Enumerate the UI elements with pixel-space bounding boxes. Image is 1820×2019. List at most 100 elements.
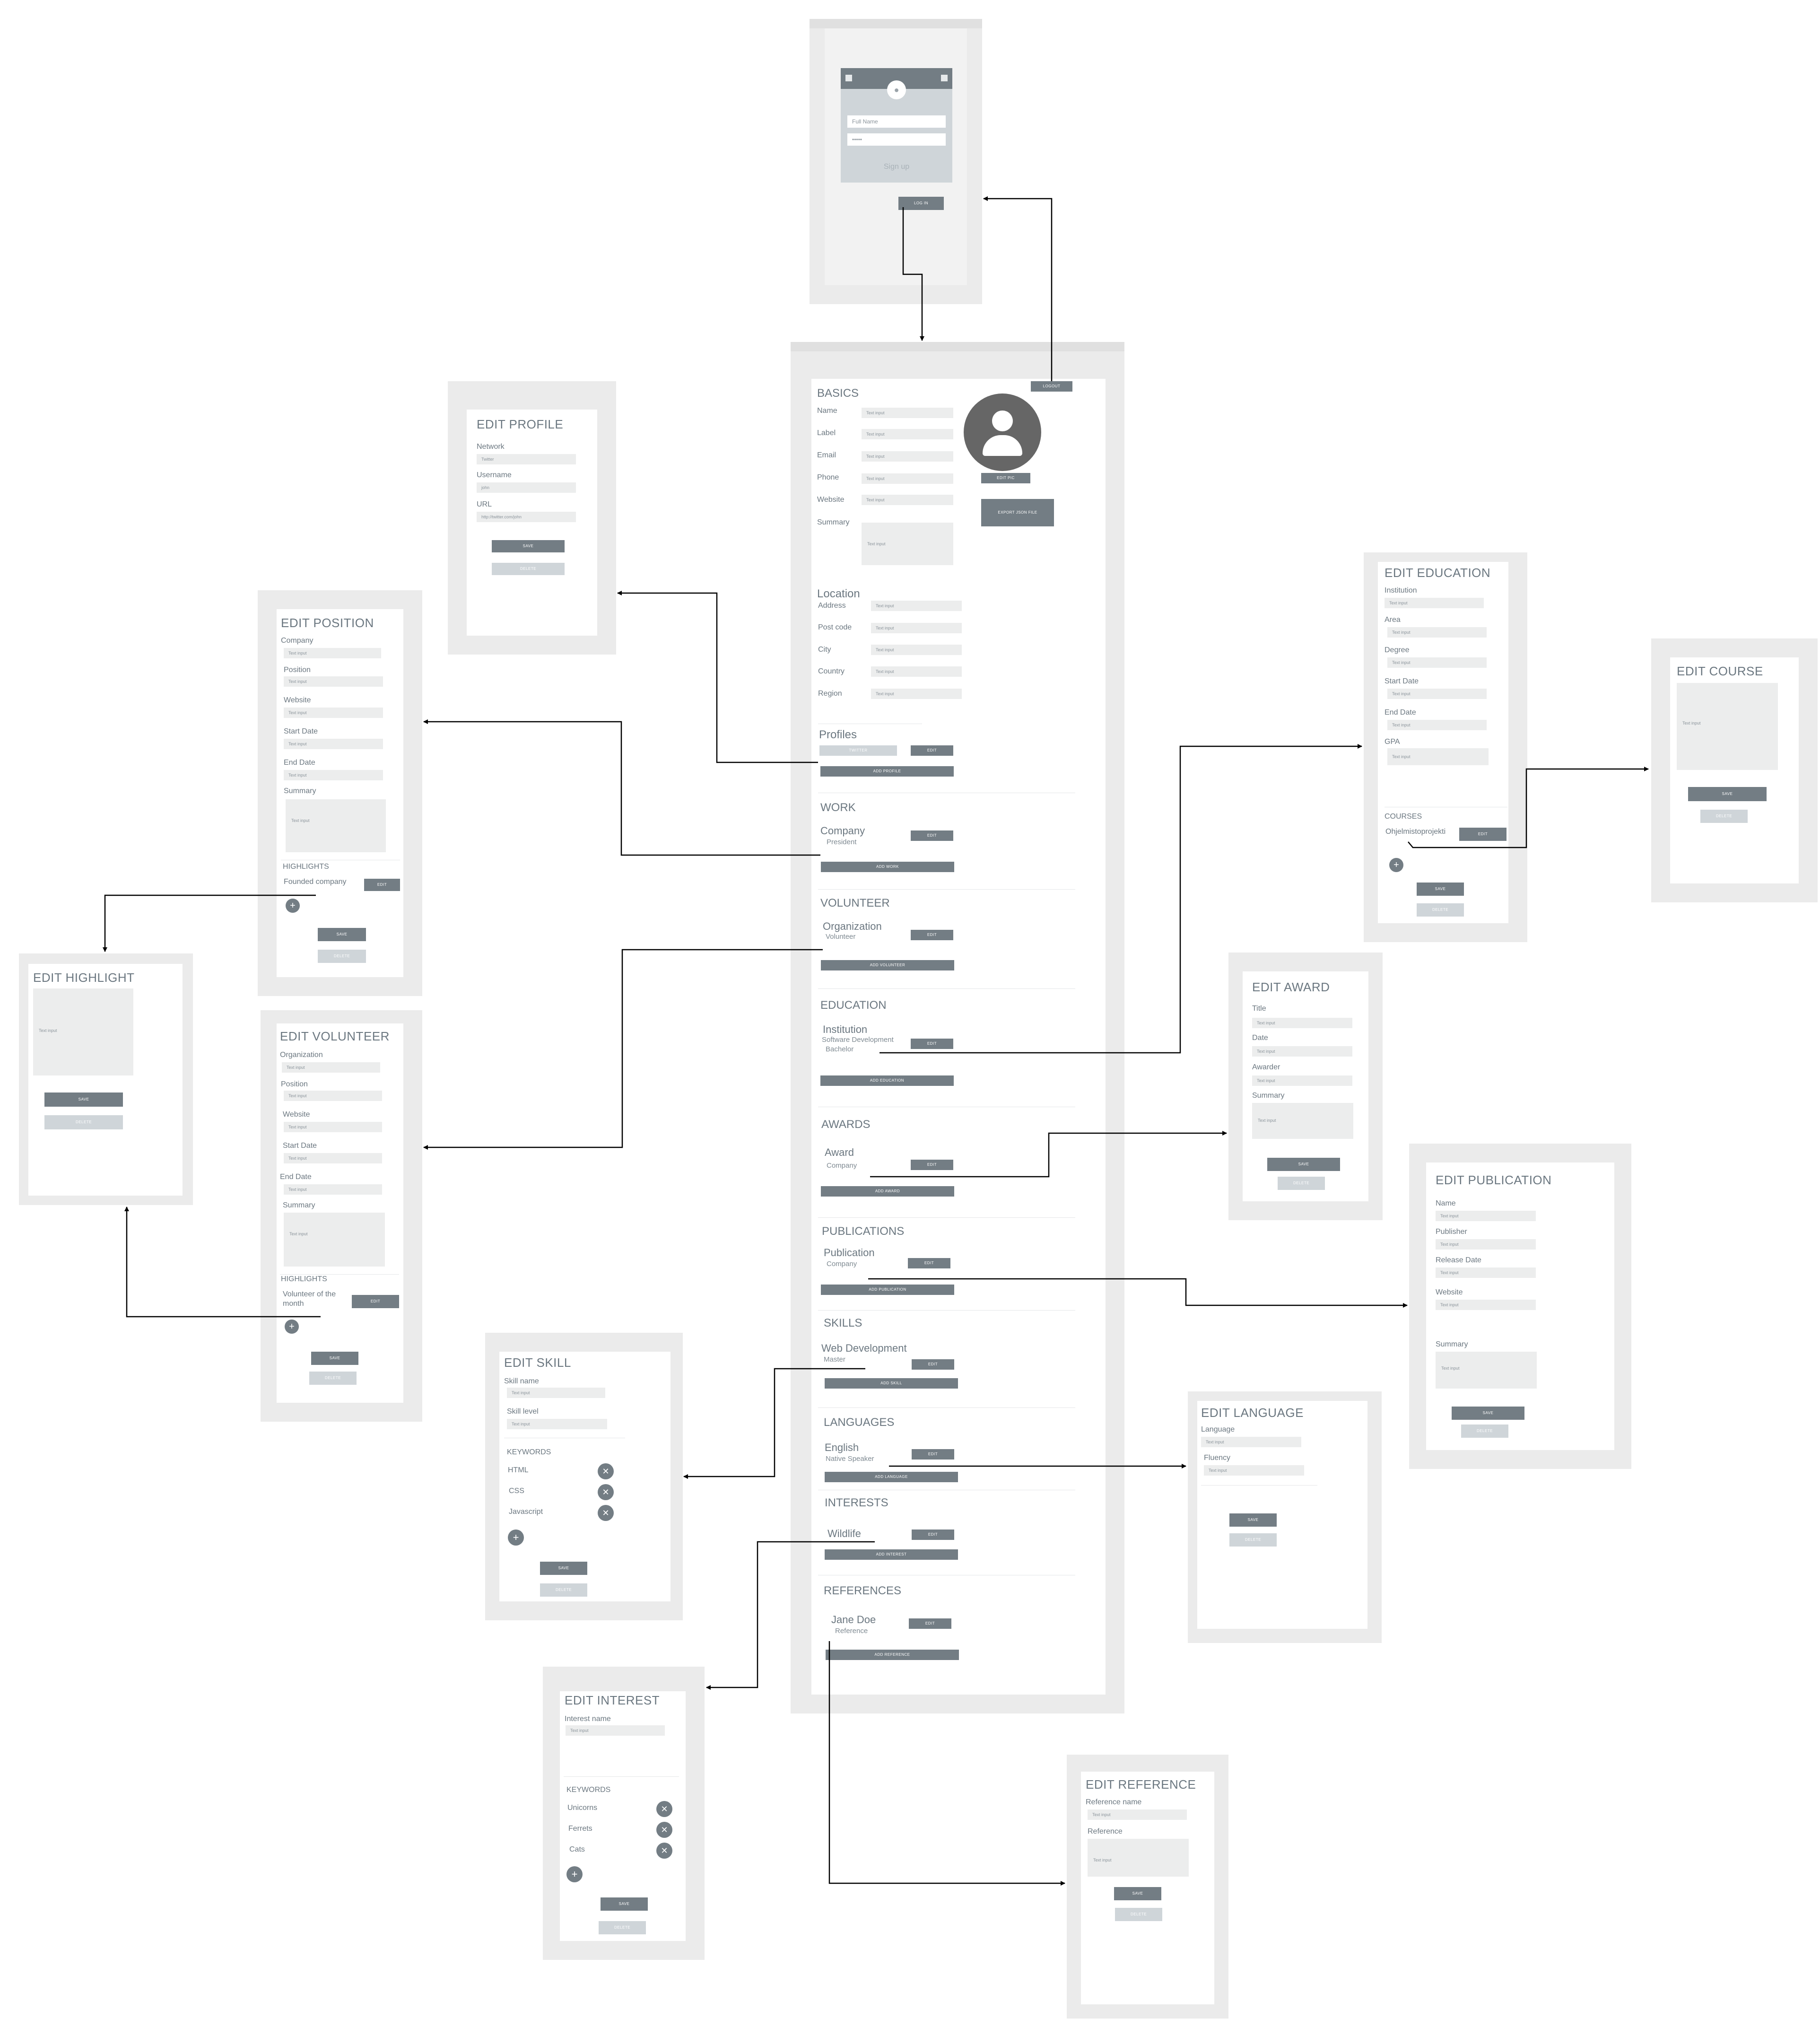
remove-keyword-icon[interactable]: ✕ xyxy=(656,1843,672,1859)
organization-input[interactable]: Text input xyxy=(282,1062,380,1073)
save-button[interactable]: SAVE xyxy=(1688,787,1767,801)
add-course-button[interactable]: + xyxy=(1389,858,1403,872)
skill-level-input[interactable]: Text input xyxy=(507,1419,607,1429)
delete-button[interactable]: DELETE xyxy=(1700,810,1748,823)
delete-button[interactable]: DELETE xyxy=(540,1583,587,1597)
basics-input-website[interactable]: Text input xyxy=(862,495,953,505)
interest-edit-button[interactable]: EDIT xyxy=(912,1530,954,1540)
add-keyword-button[interactable]: + xyxy=(508,1530,524,1546)
add-language-button[interactable]: ADD LANGUAGE xyxy=(825,1472,958,1482)
location-input-postcode[interactable]: Text input xyxy=(871,623,962,633)
remove-keyword-icon[interactable]: ✕ xyxy=(656,1801,672,1817)
network-input[interactable]: Twitter xyxy=(477,454,576,464)
delete-button[interactable]: DELETE xyxy=(1278,1177,1325,1190)
basics-input-phone[interactable]: Text input xyxy=(862,473,953,484)
name-input[interactable]: Text input xyxy=(1436,1211,1536,1221)
area-input[interactable]: Text input xyxy=(1387,627,1487,638)
delete-button[interactable]: DELETE xyxy=(1461,1425,1508,1438)
save-button[interactable]: SAVE xyxy=(1267,1158,1340,1171)
skill-edit-button[interactable]: EDIT xyxy=(912,1359,954,1370)
basics-input-name[interactable]: Text input xyxy=(862,408,953,418)
end-date-input[interactable]: Text input xyxy=(284,770,383,780)
save-button[interactable]: SAVE xyxy=(1452,1407,1524,1420)
add-profile-button[interactable]: ADD PROFILE xyxy=(820,766,954,777)
start-date-input[interactable]: Text input xyxy=(284,739,383,749)
signup-link[interactable]: Sign up xyxy=(883,163,910,171)
remove-keyword-icon[interactable]: ✕ xyxy=(598,1463,614,1479)
delete-button[interactable]: DELETE xyxy=(492,563,565,575)
password-field[interactable]: ••••• xyxy=(847,133,946,146)
delete-button[interactable]: DELETE xyxy=(309,1372,357,1385)
edit-pic-button[interactable]: EDIT PIC xyxy=(981,473,1030,483)
delete-button[interactable]: DELETE xyxy=(1115,1908,1162,1921)
degree-input[interactable]: Text input xyxy=(1387,657,1487,668)
end-date-input[interactable]: Text input xyxy=(284,1184,382,1195)
save-button[interactable]: SAVE xyxy=(1417,883,1464,896)
delete-button[interactable]: DELETE xyxy=(44,1115,123,1129)
start-date-input[interactable]: Text input xyxy=(284,1153,382,1163)
remove-keyword-icon[interactable]: ✕ xyxy=(656,1822,672,1838)
course-edit-button[interactable]: EDIT xyxy=(1459,828,1507,841)
add-award-button[interactable]: ADD AWARD xyxy=(821,1186,954,1197)
position-input[interactable]: Text input xyxy=(284,1091,382,1101)
delete-button[interactable]: DELETE xyxy=(1417,903,1464,917)
awarder-input[interactable]: Text input xyxy=(1252,1075,1352,1086)
add-highlight-button[interactable]: + xyxy=(285,1320,299,1334)
remove-keyword-icon[interactable]: ✕ xyxy=(598,1484,614,1500)
position-input[interactable]: Text input xyxy=(284,676,383,687)
save-button[interactable]: SAVE xyxy=(492,540,565,552)
award-edit-button[interactable]: EDIT xyxy=(911,1160,953,1170)
reference-name-input[interactable]: Text input xyxy=(1088,1809,1187,1820)
institution-input[interactable]: Text input xyxy=(1385,598,1484,608)
delete-button[interactable]: DELETE xyxy=(599,1921,646,1934)
title-input[interactable]: Text input xyxy=(1252,1018,1352,1028)
save-button[interactable]: SAVE xyxy=(1229,1513,1277,1527)
add-interest-button[interactable]: ADD INTEREST xyxy=(825,1549,958,1560)
language-input[interactable]: Text input xyxy=(1201,1437,1301,1447)
education-edit-button[interactable]: EDIT xyxy=(911,1039,953,1049)
url-input[interactable]: http://twitter.com/john xyxy=(477,512,576,522)
location-input-city[interactable]: Text input xyxy=(871,645,962,655)
add-reference-button[interactable]: ADD REFERENCE xyxy=(826,1650,959,1660)
interest-name-input[interactable]: Text input xyxy=(566,1725,665,1736)
location-input-country[interactable]: Text input xyxy=(871,666,962,677)
gpa-input[interactable]: Text input xyxy=(1387,748,1489,765)
website-input[interactable]: Text input xyxy=(284,1122,382,1132)
basics-input-email[interactable]: Text input xyxy=(862,451,953,462)
add-highlight-button[interactable]: + xyxy=(286,899,300,913)
add-keyword-button[interactable]: + xyxy=(566,1866,583,1882)
save-button[interactable]: SAVE xyxy=(311,1352,358,1365)
publication-edit-button[interactable]: EDIT xyxy=(908,1258,950,1268)
language-edit-button[interactable]: EDIT xyxy=(912,1449,954,1460)
save-button[interactable]: SAVE xyxy=(1114,1887,1161,1900)
logout-button[interactable]: LOGOUT xyxy=(1031,381,1072,392)
basics-input-label[interactable]: Text input xyxy=(862,429,953,439)
location-input-region[interactable]: Text input xyxy=(871,689,962,699)
save-button[interactable]: SAVE xyxy=(601,1897,648,1911)
add-volunteer-button[interactable]: ADD VOLUNTEER xyxy=(821,960,954,970)
highlight-edit-button[interactable]: EDIT xyxy=(352,1295,399,1308)
add-work-button[interactable]: ADD WORK xyxy=(821,862,954,872)
summary-input[interactable]: Text input xyxy=(284,1213,385,1267)
website-input[interactable]: Text input xyxy=(1436,1300,1536,1310)
course-input[interactable]: Text input xyxy=(1677,683,1778,770)
remove-keyword-icon[interactable]: ✕ xyxy=(598,1505,614,1521)
add-skill-button[interactable]: ADD SKILL xyxy=(825,1378,958,1389)
location-input-address[interactable]: Text input xyxy=(871,601,962,611)
summary-input[interactable]: Text input xyxy=(286,799,386,852)
reference-input[interactable]: Text input xyxy=(1088,1839,1189,1877)
website-input[interactable]: Text input xyxy=(284,708,383,718)
fluency-input[interactable]: Text input xyxy=(1204,1465,1304,1476)
reference-edit-button[interactable]: EDIT xyxy=(909,1618,951,1629)
highlight-input[interactable]: Text input xyxy=(33,988,133,1075)
settings-icon[interactable] xyxy=(941,75,948,81)
delete-button[interactable]: DELETE xyxy=(318,950,366,963)
basics-input-summary[interactable]: Text input xyxy=(862,523,953,565)
login-button[interactable]: LOG IN xyxy=(898,197,944,210)
export-json-button[interactable]: EXPORT JSON FILE xyxy=(981,499,1054,526)
add-publication-button[interactable]: ADD PUBLICATION xyxy=(821,1285,954,1295)
save-button[interactable]: SAVE xyxy=(44,1093,123,1107)
profile-edit-button[interactable]: EDIT xyxy=(911,745,953,756)
release-date-input[interactable]: Text input xyxy=(1436,1267,1536,1278)
end-date-input[interactable]: Text input xyxy=(1387,720,1487,730)
